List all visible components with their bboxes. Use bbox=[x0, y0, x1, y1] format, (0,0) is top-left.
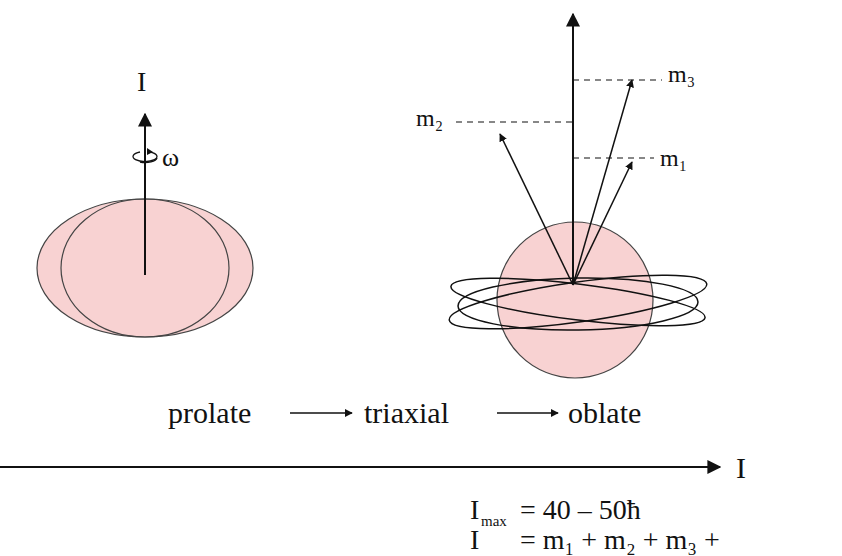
spin-axis bbox=[0, 466, 720, 468]
sequence-arrow bbox=[290, 412, 352, 414]
formula-text: = 40 – 50ħ bbox=[520, 496, 641, 524]
axis-label: I bbox=[137, 68, 146, 96]
vector-label: m₂ bbox=[416, 106, 443, 130]
formula-subscript: max bbox=[481, 514, 507, 529]
prolate-nucleus bbox=[37, 114, 253, 337]
axis-label: I bbox=[736, 453, 746, 483]
formula-text: = m₁ + m₂ + m₃ + bbox=[520, 526, 720, 554]
vector-label: m₃ bbox=[668, 62, 695, 86]
vector-label: m₁ bbox=[660, 146, 687, 170]
sequence-arrow bbox=[497, 412, 558, 414]
shape-label: triaxial bbox=[364, 398, 449, 428]
formula-symbol: I bbox=[470, 526, 479, 554]
oblate-nucleus bbox=[446, 14, 709, 378]
formula-symbol: I bbox=[470, 496, 479, 524]
shape-label: prolate bbox=[168, 398, 251, 428]
shape-label: oblate bbox=[568, 398, 641, 428]
omega-label: ω bbox=[162, 145, 179, 171]
